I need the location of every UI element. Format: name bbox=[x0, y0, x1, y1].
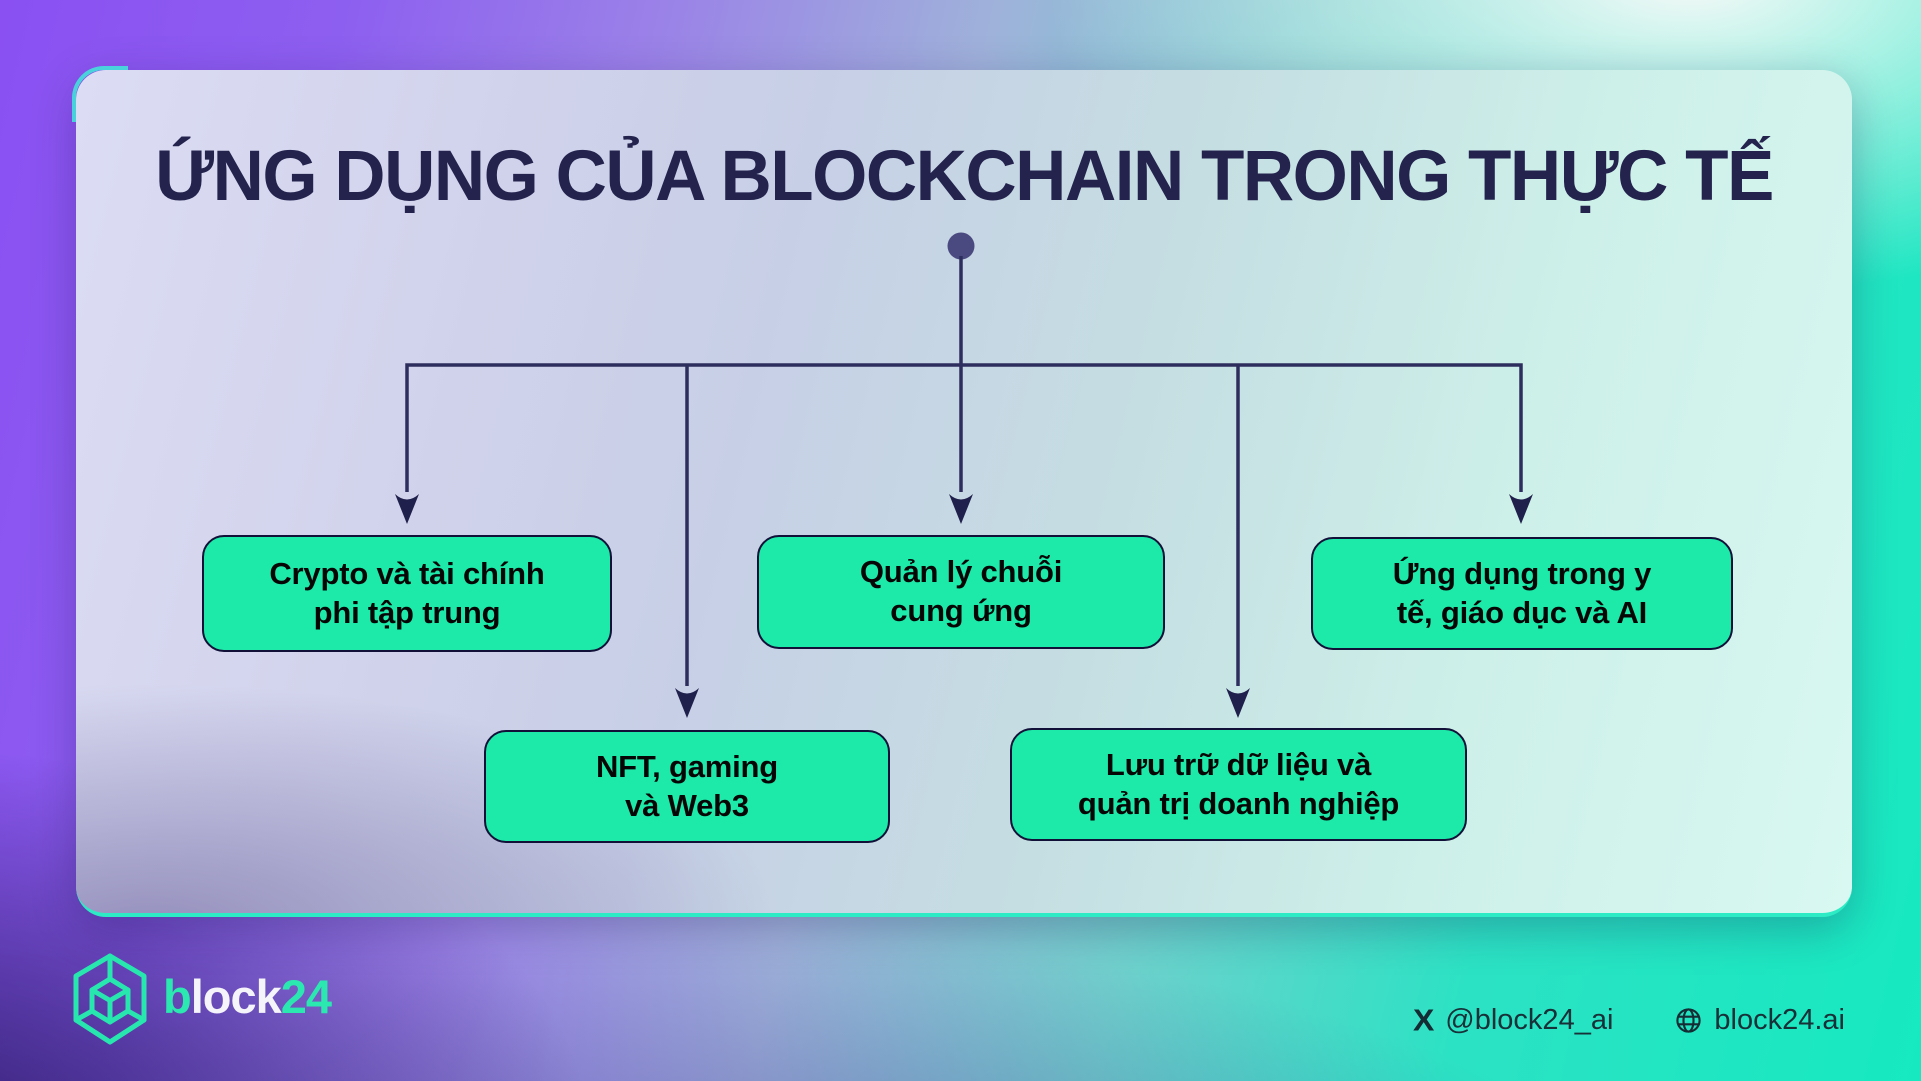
website-item: block24.ai bbox=[1675, 1004, 1845, 1037]
twitter-handle: @block24_ai bbox=[1445, 1004, 1614, 1036]
node-label: Crypto và tài chính phi tập trung bbox=[269, 555, 545, 630]
arrowhead-icon bbox=[675, 688, 699, 718]
globe-icon bbox=[1676, 1008, 1702, 1033]
website-url: block24.ai bbox=[1714, 1004, 1845, 1036]
brand-wordmark-lock: lock bbox=[190, 970, 282, 1023]
footer-social-links: X @block24_ai block24.ai bbox=[1413, 1002, 1845, 1039]
page-title: ỨNG DỤNG CỦA BLOCKCHAIN TRONG THỰC TẾ bbox=[155, 136, 1774, 216]
arrowhead-icon bbox=[395, 494, 419, 524]
brand-wordmark-24: 24 bbox=[280, 970, 332, 1023]
node-health-edu-ai: Ứng dụng trong y tế, giáo dục và AI bbox=[1311, 537, 1733, 650]
node-label: Ứng dụng trong y tế, giáo dục và AI bbox=[1392, 555, 1652, 630]
node-label: NFT, gaming và Web3 bbox=[595, 748, 779, 823]
arrowheads bbox=[395, 494, 1533, 718]
node-data-storage-governance: Lưu trữ dữ liệu và quản trị doanh nghiệp bbox=[1010, 728, 1467, 841]
brand-wordmark-b: b bbox=[163, 970, 192, 1023]
node-label: Quản lý chuỗi cung ứng bbox=[859, 554, 1063, 628]
node-crypto-defi: Crypto và tài chính phi tập trung bbox=[202, 535, 612, 652]
node-label: Lưu trữ dữ liệu và quản trị doanh nghiệp bbox=[1077, 746, 1400, 821]
content-card bbox=[72, 66, 1852, 917]
x-social-item: X @block24_ai bbox=[1413, 1002, 1613, 1039]
arrowhead-icon bbox=[1509, 494, 1533, 524]
node-nft-gaming-web3: NFT, gaming và Web3 bbox=[484, 730, 890, 843]
root-dot bbox=[947, 232, 975, 260]
block24-logo-hexcube-icon bbox=[73, 953, 147, 1045]
arrowhead-icon bbox=[949, 494, 973, 524]
connector-lines bbox=[405, 256, 1523, 686]
arrowhead-icon bbox=[1226, 688, 1250, 718]
node-supply-chain: Quản lý chuỗi cung ứng bbox=[757, 535, 1165, 649]
x-twitter-icon: X bbox=[1412, 1003, 1434, 1037]
